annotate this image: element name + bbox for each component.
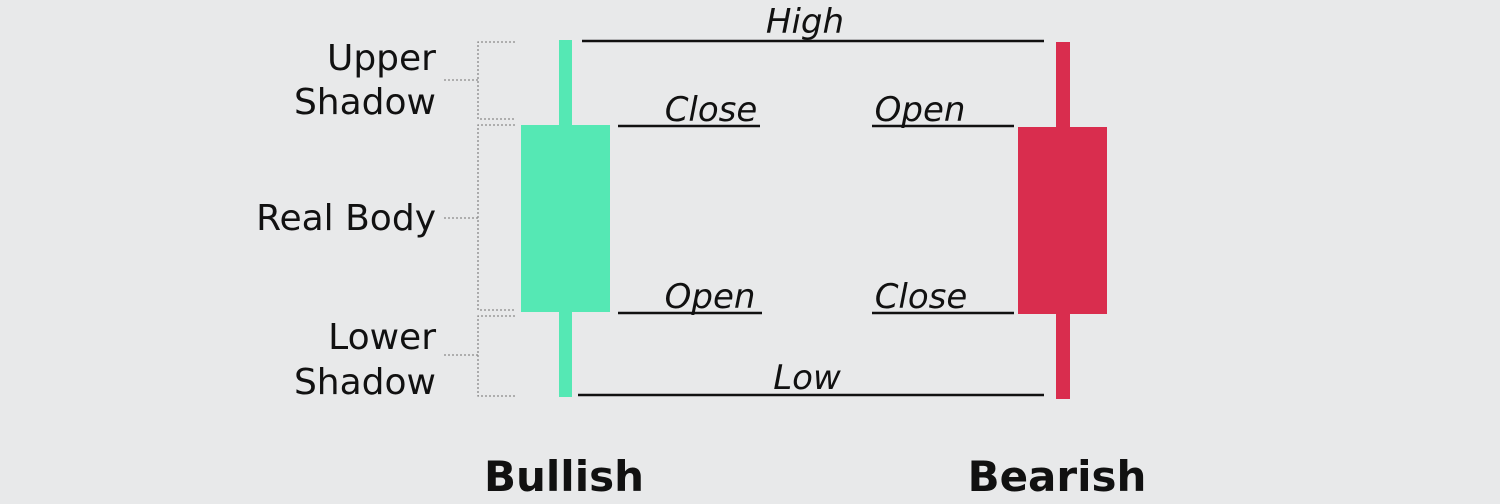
bearish-real-body: [1018, 127, 1107, 314]
upper-shadow-label-line1: Upper: [327, 38, 436, 79]
lower-shadow-label-line2: Shadow: [294, 362, 436, 403]
bearish-candle: [1018, 42, 1107, 399]
upper-shadow-label-line2: Shadow: [294, 82, 436, 123]
bullish-candle: [521, 40, 610, 397]
bullish-lower-wick: [559, 311, 572, 397]
bearish-open-label: Open: [875, 90, 966, 130]
lower-shadow-bracket: [442, 315, 515, 397]
upper-shadow-bracket: [442, 41, 515, 120]
low-label: Low: [773, 358, 841, 398]
lower-shadow-label-line1: Lower: [328, 317, 436, 358]
bearish-upper-wick: [1056, 42, 1070, 128]
real-body-bracket: [442, 124, 515, 311]
bearish-close-label: Close: [875, 277, 968, 317]
bullish-upper-wick: [559, 40, 572, 126]
high-label: High: [766, 2, 844, 42]
bearish-lower-wick: [1056, 313, 1070, 399]
real-body-label: Real Body: [256, 198, 436, 239]
bearish-title: Bearish: [968, 452, 1147, 500]
bullish-title: Bullish: [484, 452, 644, 500]
bullish-close-label: Close: [665, 90, 758, 130]
bullish-real-body: [521, 125, 610, 312]
bullish-open-label: Open: [665, 277, 756, 317]
